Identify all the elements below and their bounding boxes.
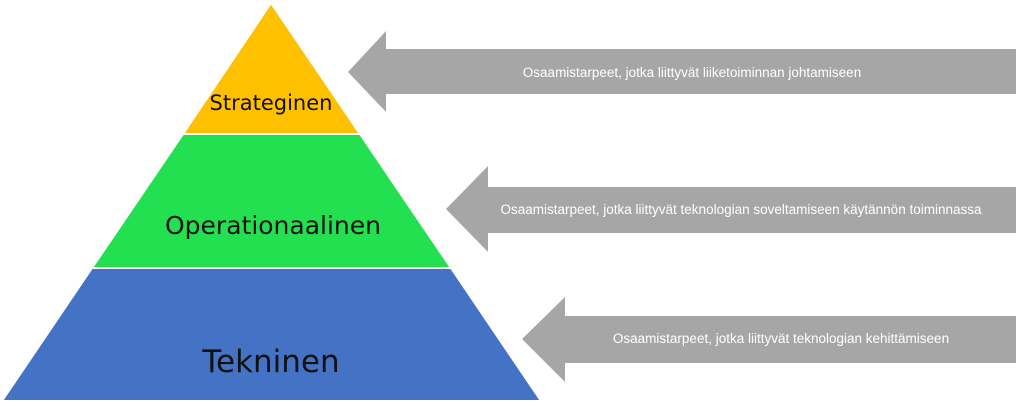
pyramid-level-operational: [90, 133, 453, 269]
pyramid-level-technical: [0, 267, 543, 402]
arrow-text-strategic: Osaamistarpeet, jotka liittyvät liiketoi…: [523, 65, 861, 80]
arrow-strategic: [348, 31, 1016, 112]
pyramid-label-operational: Operationaalinen: [165, 211, 381, 240]
arrow-operational: [446, 166, 1016, 252]
pyramid-label-technical: Tekninen: [201, 344, 339, 380]
pyramid-label-strategic: Strateginen: [210, 91, 333, 115]
arrow-text-technical: Osaamistarpeet, jotka liittyvät teknolog…: [613, 331, 949, 346]
arrow-technical: [522, 297, 1016, 382]
arrow-text-operational: Osaamistarpeet, jotka liittyvät teknolog…: [500, 202, 981, 217]
